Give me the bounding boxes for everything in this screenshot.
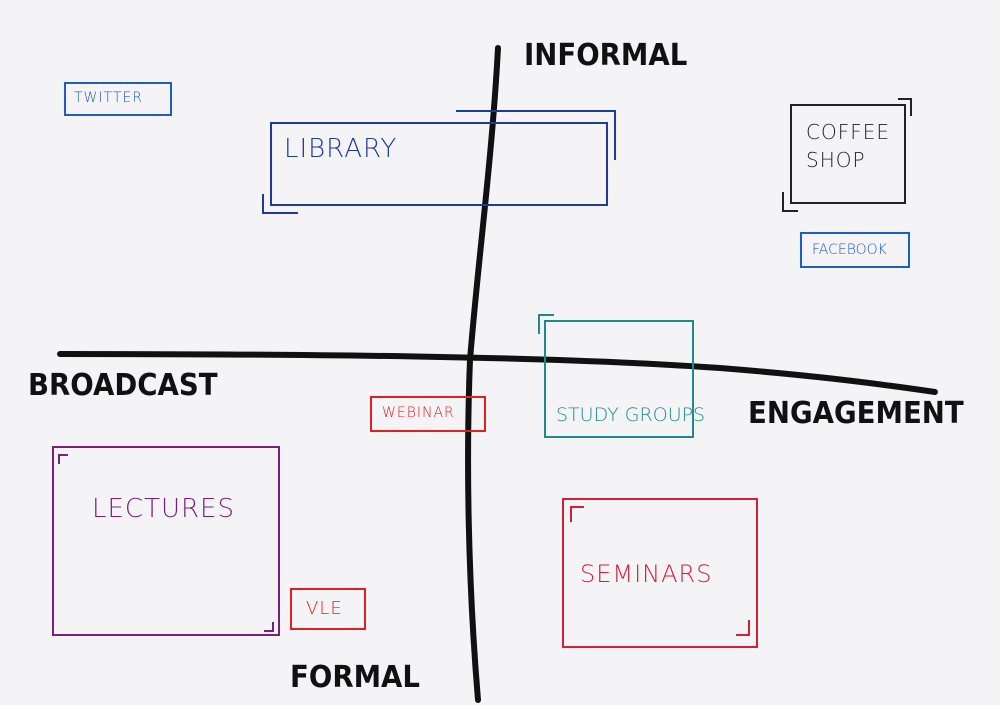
axis-label-informal: INFORMAL (524, 38, 688, 73)
axis-label-engagement: ENGAGEMENT (748, 396, 964, 431)
vle-label: VLE (306, 598, 343, 619)
twitter-label: TWITTER (74, 90, 143, 106)
lectures-corner-br (264, 622, 274, 632)
horizontal-axis-line (57, 351, 938, 395)
seminars-label: SEMINARS (580, 560, 713, 588)
library-box (270, 122, 608, 206)
coffee-shop-label-line2: SHOP (806, 148, 866, 172)
vle-box (290, 588, 366, 630)
coffee-shop-corner-bl (782, 192, 798, 212)
coffee-shop-label-line1: COFFEE (806, 120, 890, 144)
webinar-box (370, 396, 486, 432)
lectures-box (52, 446, 280, 636)
lectures-corner-tl (58, 454, 68, 464)
library-label: LIBRARY (284, 134, 398, 164)
coffee-shop-label: COFFEE SHOP (806, 118, 890, 174)
study-groups-box (544, 320, 694, 438)
coffee-shop-box (790, 104, 906, 204)
facebook-box (800, 232, 910, 268)
twitter-box (64, 82, 172, 116)
seminars-box (562, 498, 758, 648)
coffee-shop-corner-tr (898, 98, 912, 116)
library-box-shadow (262, 194, 298, 214)
facebook-label: FACEBOOK (812, 242, 887, 258)
lectures-label: LECTURES (92, 494, 235, 524)
webinar-label: WEBINAR (382, 405, 455, 421)
axis-label-broadcast: BROADCAST (28, 368, 218, 403)
study-groups-label: STUDY GROUPS (556, 404, 706, 426)
library-box-shadow-tr (456, 110, 616, 160)
study-groups-corner (538, 314, 554, 334)
seminars-corner-tl (570, 506, 584, 522)
axis-label-formal: FORMAL (290, 660, 420, 695)
seminars-corner-br (736, 620, 750, 636)
